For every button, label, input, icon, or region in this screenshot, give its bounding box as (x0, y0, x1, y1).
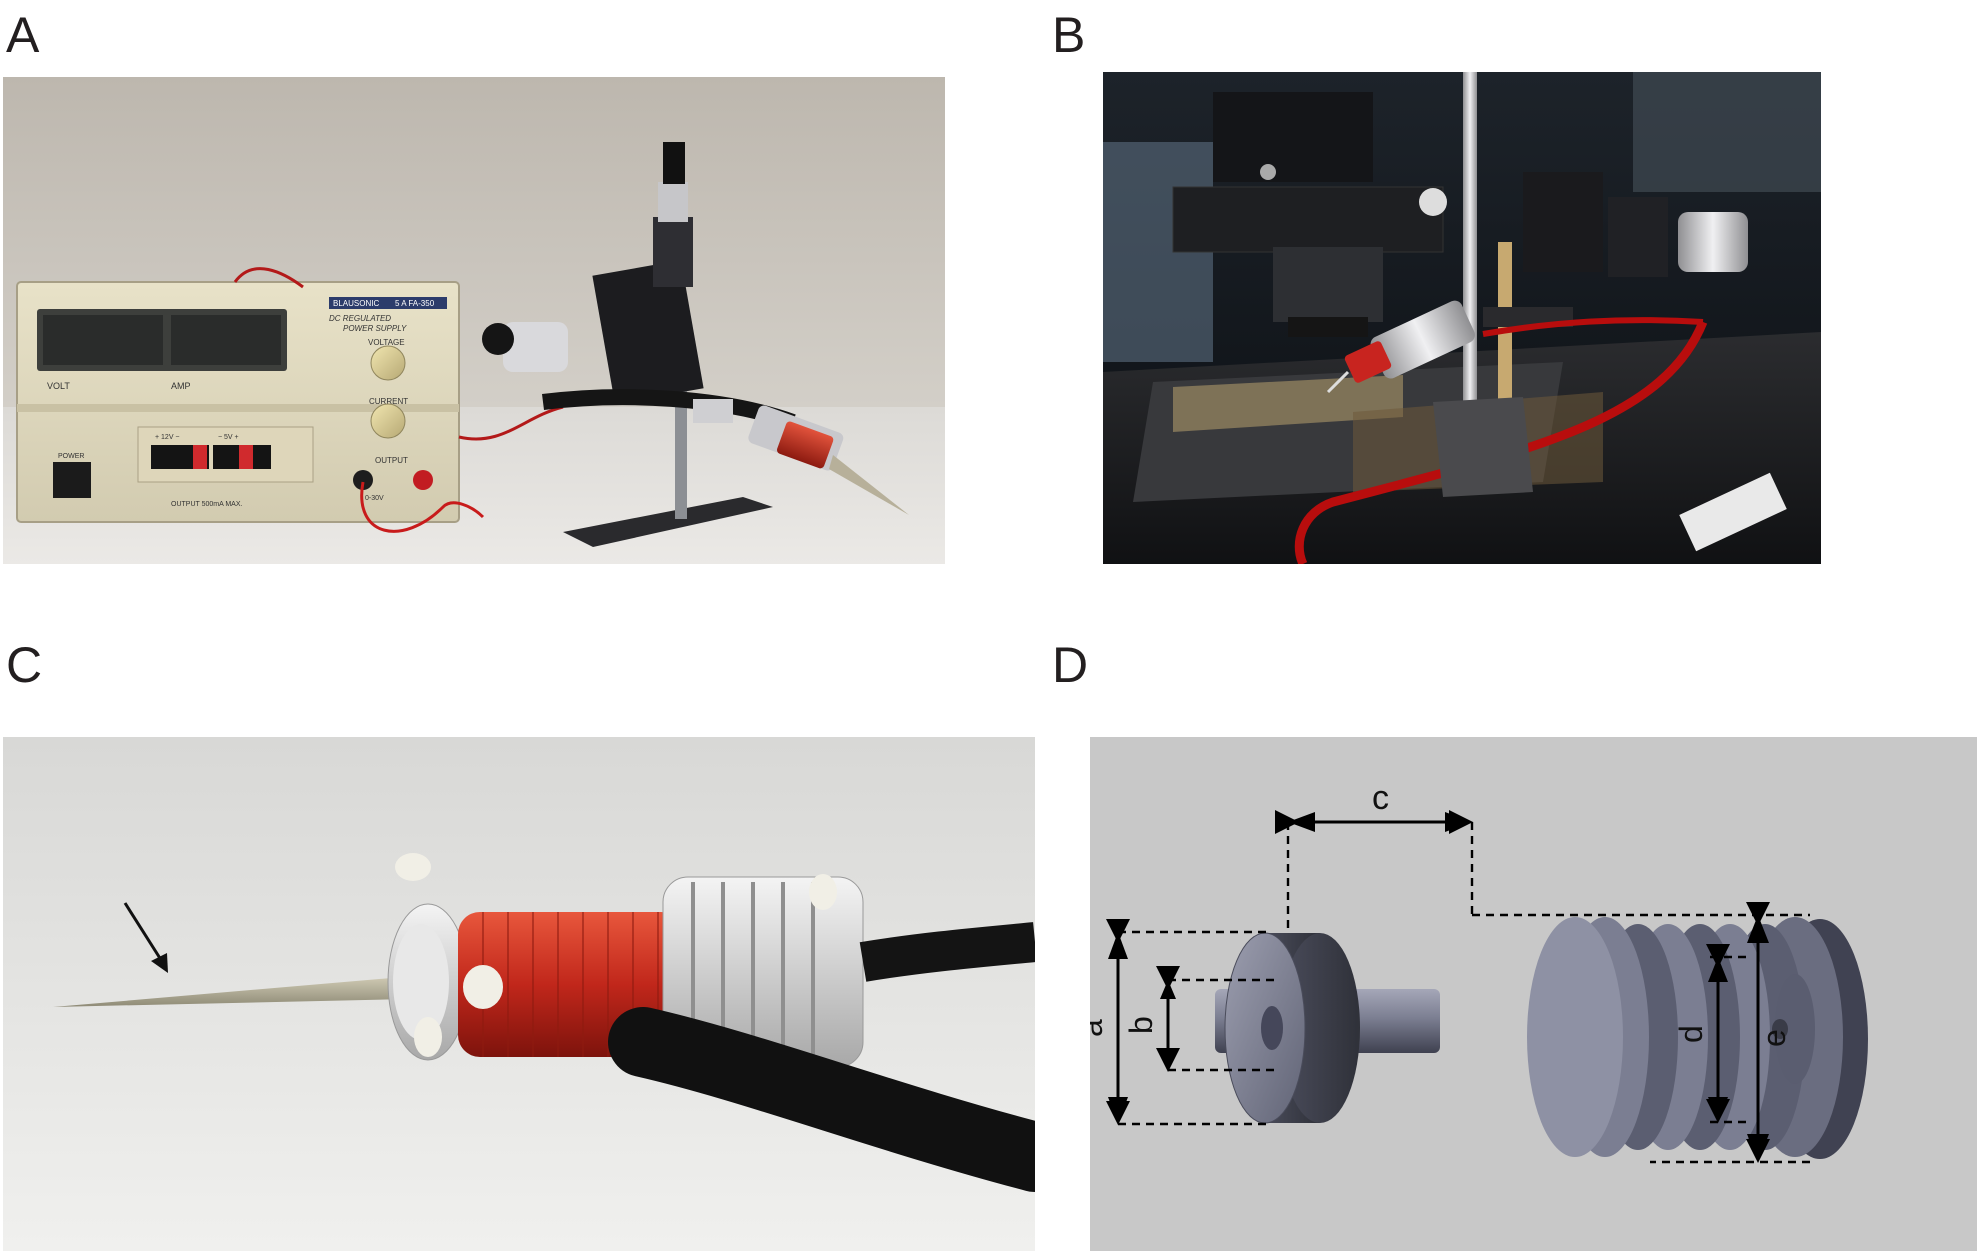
svg-text:VOLT: VOLT (47, 381, 70, 391)
svg-text:5 A FA-350: 5 A FA-350 (395, 299, 435, 308)
svg-text:VOLTAGE: VOLTAGE (368, 338, 405, 347)
arrow-line (123, 902, 165, 964)
panel-letter-a: A (6, 7, 40, 63)
photo-c-illustration (3, 737, 1035, 1251)
photo-electrode-closeup (3, 737, 1035, 1251)
diagram-front-disc (1224, 932, 1360, 1124)
photo-power-supply-setup: VOLT AMP BLAUSONIC 5 A FA-350 DC REGULAT… (3, 77, 945, 564)
svg-text:+ 12V −: + 12V − (155, 434, 180, 441)
svg-text:BLAUSONIC: BLAUSONIC (333, 299, 379, 308)
panel-letter-b: B (1052, 7, 1086, 63)
dimension-label-e: e (1756, 1029, 1792, 1047)
dimension-label-d: d (1673, 1025, 1709, 1043)
arrow-head (151, 953, 168, 973)
dimension-label-c: c (1372, 779, 1389, 817)
svg-text:0-30V: 0-30V (365, 495, 384, 502)
svg-text:OUTPUT: OUTPUT (375, 456, 408, 465)
diagram-rear-fins (1527, 917, 1868, 1159)
svg-text:POWER: POWER (58, 453, 84, 460)
photo-a-illustration: VOLT AMP BLAUSONIC 5 A FA-350 DC REGULAT… (3, 77, 945, 564)
panel-letter-d: D (1052, 637, 1089, 693)
dimension-label-a: a (1090, 1019, 1109, 1037)
electrode-schematic: a b c d e (1090, 737, 1977, 1251)
svg-text:− 5V +: − 5V + (218, 434, 239, 441)
diagram-arrowheads (1108, 812, 1769, 1162)
panel-letter-c: C (6, 637, 43, 693)
svg-text:AMP: AMP (171, 381, 191, 391)
svg-text:DC REGULATED: DC REGULATED (329, 314, 391, 323)
photo-microscope-setup (1103, 72, 1821, 564)
svg-text:POWER SUPPLY: POWER SUPPLY (343, 324, 407, 333)
dimension-label-b: b (1123, 1016, 1159, 1034)
diagram-svg: a b c d e (1090, 737, 1977, 1251)
svg-text:CURRENT: CURRENT (369, 397, 408, 406)
photo-b-illustration (1103, 72, 1821, 564)
svg-text:OUTPUT 500mA MAX.: OUTPUT 500mA MAX. (171, 501, 243, 508)
diagram-dimension-guides (1118, 822, 1810, 1164)
